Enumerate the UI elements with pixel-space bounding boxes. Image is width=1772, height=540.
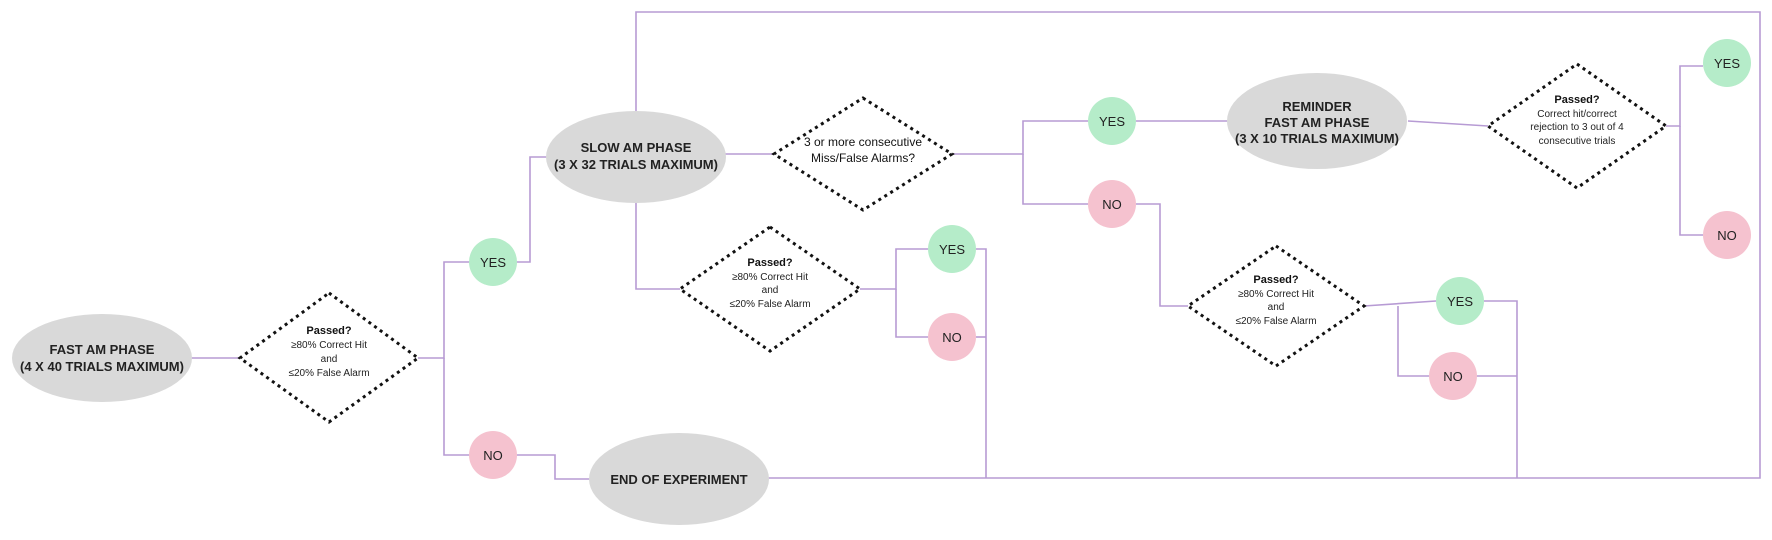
decision-consecutive-line2: Miss/False Alarms? xyxy=(811,151,915,165)
decision-reminder-line2: rejection to 3 out of 4 xyxy=(1530,122,1624,133)
decision-slow-title: Passed? xyxy=(747,257,793,269)
connector-consecutive-no xyxy=(1022,154,1088,205)
reminder-yes-node: YES xyxy=(1703,39,1751,87)
connector-third-decision-no xyxy=(1397,306,1430,377)
slow-am-phase-title: SLOW AM PHASE xyxy=(581,140,692,155)
connector-slow-decision-branches xyxy=(860,248,928,290)
fast-no-node: NO xyxy=(469,431,517,479)
reminder-no-label: NO xyxy=(1717,228,1737,243)
connector-reminder-decision-branches xyxy=(1666,65,1703,127)
consecutive-no-label: NO xyxy=(1102,197,1122,212)
decision-fast-line1: ≥80% Correct Hit xyxy=(291,340,367,351)
connector-decision-fast-to-no xyxy=(443,358,470,456)
connector-slow-to-decision xyxy=(635,200,680,290)
consecutive-yes-node: YES xyxy=(1088,97,1136,145)
decision-after-no-title: Passed? xyxy=(1253,274,1299,286)
decision-consecutive-line1: 3 or more consecutive xyxy=(804,135,922,149)
decision-reminder-node: Passed? Correct hit/correct rejection to… xyxy=(1485,62,1669,190)
connector-slow-yes-to-end xyxy=(976,248,987,478)
fast-yes-label: YES xyxy=(480,255,506,270)
slow-yes-node: YES xyxy=(928,225,976,273)
reminder-phase-subtitle: FAST AM PHASE xyxy=(1265,115,1370,130)
third-yes-label: YES xyxy=(1447,294,1473,309)
connector-consecutive-branches xyxy=(952,120,1088,155)
end-of-experiment-label: END OF EXPERIMENT xyxy=(610,472,747,487)
slow-am-phase-node: SLOW AM PHASE (3 X 32 TRIALS MAXIMUM) xyxy=(546,111,726,203)
fast-yes-node: YES xyxy=(469,238,517,286)
end-of-experiment-node: END OF EXPERIMENT xyxy=(589,433,769,525)
third-yes-node: YES xyxy=(1436,277,1484,325)
reminder-no-node: NO xyxy=(1703,211,1751,259)
connector-reminder-decision-no xyxy=(1679,126,1703,236)
connector-third-yes-to-end xyxy=(1484,300,1518,478)
decision-fast-line2: and xyxy=(321,354,338,365)
decision-slow-node: Passed? ≥80% Correct Hit and ≤20% False … xyxy=(677,225,863,353)
fast-am-phase-node: FAST AM PHASE (4 X 40 TRIALS MAXIMUM) xyxy=(12,314,192,402)
connector-no-to-third-decision xyxy=(1136,203,1188,307)
reminder-phase-node: REMINDER FAST AM PHASE (3 X 10 TRIALS MA… xyxy=(1227,73,1407,169)
slow-no-node: NO xyxy=(928,313,976,361)
reminder-yes-label: YES xyxy=(1714,56,1740,71)
slow-yes-label: YES xyxy=(939,242,965,257)
connector-no-to-end xyxy=(516,454,590,480)
decision-slow-line2: and xyxy=(762,285,779,296)
decision-reminder-title: Passed? xyxy=(1554,94,1600,106)
decision-after-no-node: Passed? ≥80% Correct Hit and ≤20% False … xyxy=(1185,244,1367,368)
third-no-label: NO xyxy=(1443,369,1463,384)
fast-am-phase-subtitle: (4 X 40 TRIALS MAXIMUM) xyxy=(20,359,184,374)
connector-decision-fast-to-yes xyxy=(418,261,470,359)
decision-fast-title: Passed? xyxy=(306,325,352,337)
decision-after-no-line3: ≤20% False Alarm xyxy=(1235,316,1316,327)
decision-fast-line3: ≤20% False Alarm xyxy=(288,368,369,379)
connectors xyxy=(190,11,1761,480)
connector-slow-top-loop xyxy=(635,11,1761,479)
decision-consecutive-node: 3 or more consecutive Miss/False Alarms? xyxy=(771,96,955,212)
reminder-phase-title: REMINDER xyxy=(1282,99,1352,114)
slow-no-label: NO xyxy=(942,330,962,345)
slow-am-phase-subtitle: (3 X 32 TRIALS MAXIMUM) xyxy=(554,157,718,172)
connector-slow-decision-no xyxy=(895,289,928,338)
decision-slow-line3: ≤20% False Alarm xyxy=(729,299,810,310)
consecutive-no-node: NO xyxy=(1088,180,1136,228)
decision-slow-line1: ≥80% Correct Hit xyxy=(732,272,808,283)
connector-third-decision-yes xyxy=(1363,300,1437,307)
reminder-phase-detail: (3 X 10 TRIALS MAXIMUM) xyxy=(1235,131,1399,146)
decision-fast-node: Passed? ≥80% Correct Hit and ≤20% False … xyxy=(237,291,421,424)
consecutive-yes-label: YES xyxy=(1099,114,1125,129)
decision-after-no-line2: and xyxy=(1268,302,1285,313)
fast-no-label: NO xyxy=(483,448,503,463)
decision-reminder-line3: consecutive trials xyxy=(1539,136,1616,147)
decision-after-no-line1: ≥80% Correct Hit xyxy=(1238,289,1314,300)
fast-am-phase-title: FAST AM PHASE xyxy=(50,342,155,357)
decision-reminder-line1: Correct hit/correct xyxy=(1537,109,1617,120)
connector-reminder-to-decision xyxy=(1407,120,1489,127)
connector-yes-to-slow xyxy=(516,156,548,263)
third-no-node: NO xyxy=(1429,352,1477,400)
